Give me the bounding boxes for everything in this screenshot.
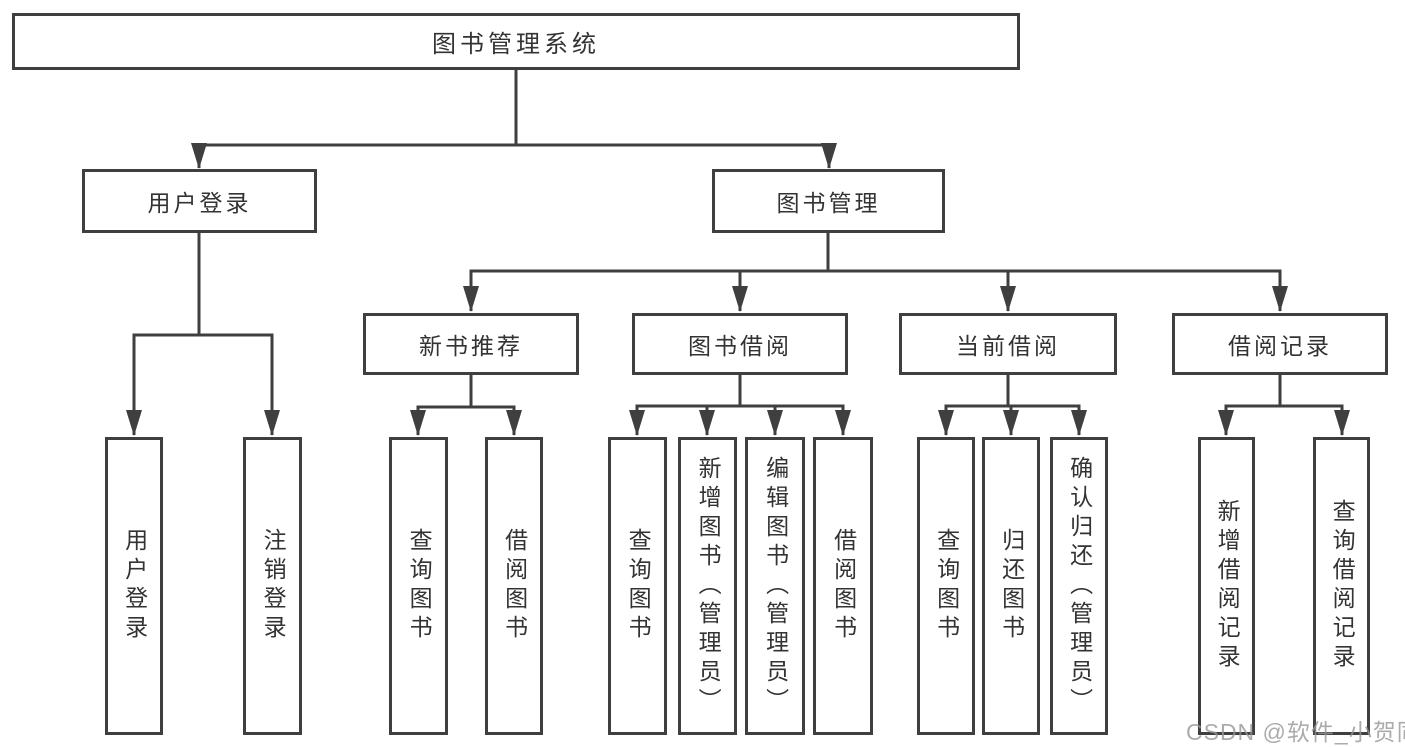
connector-borrow-records [1218, 375, 1350, 436]
node-book-borrow: 图书借阅 [632, 313, 848, 375]
node-borrow-records: 借阅记录 [1172, 313, 1388, 375]
leaf-borrow-books-recommend: 借阅图书 [485, 437, 543, 735]
node-label: 借阅图书 [830, 528, 857, 644]
connector-current-borrow [938, 375, 1087, 436]
leaf-query-books-current: 查询图书 [917, 437, 975, 735]
node-label: 当前借阅 [956, 333, 1060, 359]
node-label: 用户登录 [121, 528, 148, 644]
node-label: 归还图书 [998, 528, 1025, 644]
node-label: 注销登录 [260, 528, 287, 644]
connector-user-login [126, 233, 280, 436]
node-label: 用户登录 [147, 190, 252, 216]
node-user-login-branch: 用户登录 [82, 169, 317, 233]
leaf-borrow-books-borrow: 借阅图书 [813, 437, 873, 735]
node-label: 图书借阅 [688, 333, 792, 359]
connector-new-book-recommend [410, 375, 522, 436]
connector-book-borrow [629, 375, 851, 436]
node-label: 查询图书 [933, 528, 960, 644]
node-label: 借阅图书 [501, 528, 528, 644]
node-label: 查询图书 [625, 528, 652, 644]
node-label: 借阅记录 [1228, 333, 1332, 359]
node-label: 新增借阅记录 [1214, 499, 1241, 673]
node-label: 编辑图书（管理员） [762, 455, 789, 717]
node-label: 图书管理 [776, 190, 881, 216]
node-label: 确认归还（管理员） [1066, 455, 1093, 717]
csdn-watermark: CSDN @软件_小贺同学 [1186, 719, 1405, 745]
node-label: 查询借阅记录 [1329, 499, 1356, 673]
node-book-management-branch: 图书管理 [712, 169, 945, 233]
leaf-add-borrow-record: 新增借阅记录 [1198, 437, 1255, 735]
node-current-borrow: 当前借阅 [899, 313, 1117, 375]
leaf-user-login: 用户登录 [105, 437, 163, 735]
connector-root [191, 70, 837, 169]
leaf-query-books-recommend: 查询图书 [389, 437, 448, 735]
node-new-book-recommend: 新书推荐 [363, 313, 579, 375]
leaf-add-book-admin: 新增图书（管理员） [678, 437, 737, 735]
leaf-query-borrow-record: 查询借阅记录 [1313, 437, 1370, 735]
leaf-confirm-return-admin: 确认归还（管理员） [1050, 437, 1108, 735]
node-label: 新增图书（管理员） [695, 455, 722, 717]
node-label: 新书推荐 [419, 333, 523, 359]
leaf-logout: 注销登录 [243, 437, 302, 735]
leaf-query-books-borrow: 查询图书 [608, 437, 667, 735]
node-label: 图书管理系统 [432, 31, 600, 58]
node-label: 查询图书 [406, 528, 433, 644]
leaf-edit-book-admin: 编辑图书（管理员） [745, 437, 805, 735]
leaf-return-book: 归还图书 [982, 437, 1040, 735]
node-system-root: 图书管理系统 [12, 13, 1020, 70]
connector-book-management [463, 233, 1288, 312]
